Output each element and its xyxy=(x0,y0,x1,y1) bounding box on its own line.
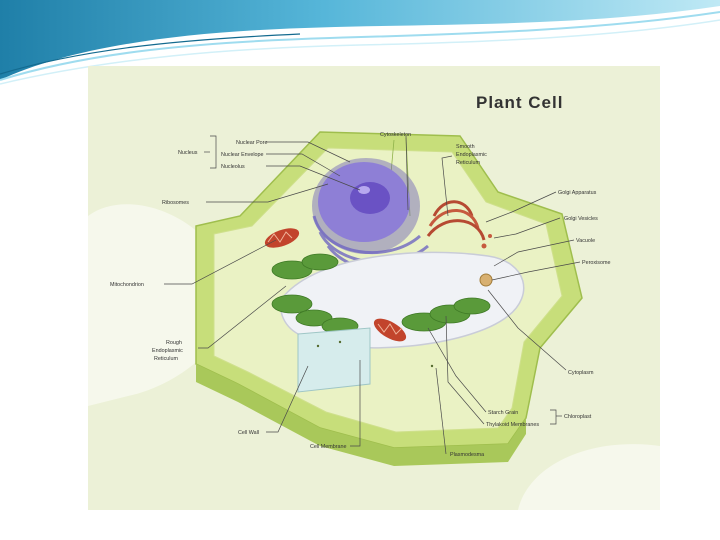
label-smooth-er-line3: Reticulum xyxy=(456,160,480,166)
label-golgi-apparatus: Golgi Apparatus xyxy=(558,190,597,196)
label-rough-er-line1: Rough xyxy=(166,340,182,346)
label-mitochondrion: Mitochondrion xyxy=(110,282,144,288)
mitochondrion-2 xyxy=(373,318,407,342)
label-thylakoid-membranes: Thylakoid Membranes xyxy=(486,422,539,428)
chloroplasts xyxy=(271,253,491,335)
golgi-apparatus xyxy=(426,200,492,249)
label-starch-grain: Starch Grain xyxy=(488,410,518,416)
cell-wall-side xyxy=(196,364,526,466)
label-rough-er-line2: Endoplasmic xyxy=(152,348,183,354)
cell-membrane-cutaway xyxy=(297,327,371,393)
diagram-title: Plant Cell xyxy=(476,93,563,112)
mitochondrion-1 xyxy=(264,228,300,248)
label-cell-wall: Cell Wall xyxy=(238,430,259,436)
label-ribosomes: Ribosomes xyxy=(162,200,189,206)
label-peroxisome: Peroxisome xyxy=(582,260,610,266)
slide-header-swoosh xyxy=(0,0,720,85)
label-rough-er-line3: Reticulum xyxy=(154,356,178,362)
label-nucleus: Nucleus xyxy=(178,150,198,156)
label-nucleolus: Nucleolus xyxy=(221,164,245,170)
label-chloroplast: Chloroplast xyxy=(564,414,592,420)
label-nuclear-pore: Nuclear Pore xyxy=(236,140,267,146)
label-cytoplasm: Cytoplasm xyxy=(568,370,594,376)
label-vacuole: Vacuole xyxy=(576,238,595,244)
label-golgi-vesicles: Golgi Vesicles xyxy=(564,216,598,222)
label-plasmodesma: Plasmodesma xyxy=(450,452,484,458)
label-smooth-er-line2: Endoplasmic xyxy=(456,152,487,158)
label-cell-membrane: Cell Membrane xyxy=(310,444,347,450)
label-nuclear-envelope: Nuclear Envelope xyxy=(221,152,264,158)
diagram-panel: Plant Cell xyxy=(88,66,660,510)
leader-lines xyxy=(164,135,581,455)
label-smooth-er-line1: Smooth xyxy=(456,144,475,150)
plant-cell-diagram: Plant Cell xyxy=(110,93,610,466)
peroxisome xyxy=(479,273,493,287)
label-cytoskeleton: Cytoskeleton xyxy=(380,132,411,138)
